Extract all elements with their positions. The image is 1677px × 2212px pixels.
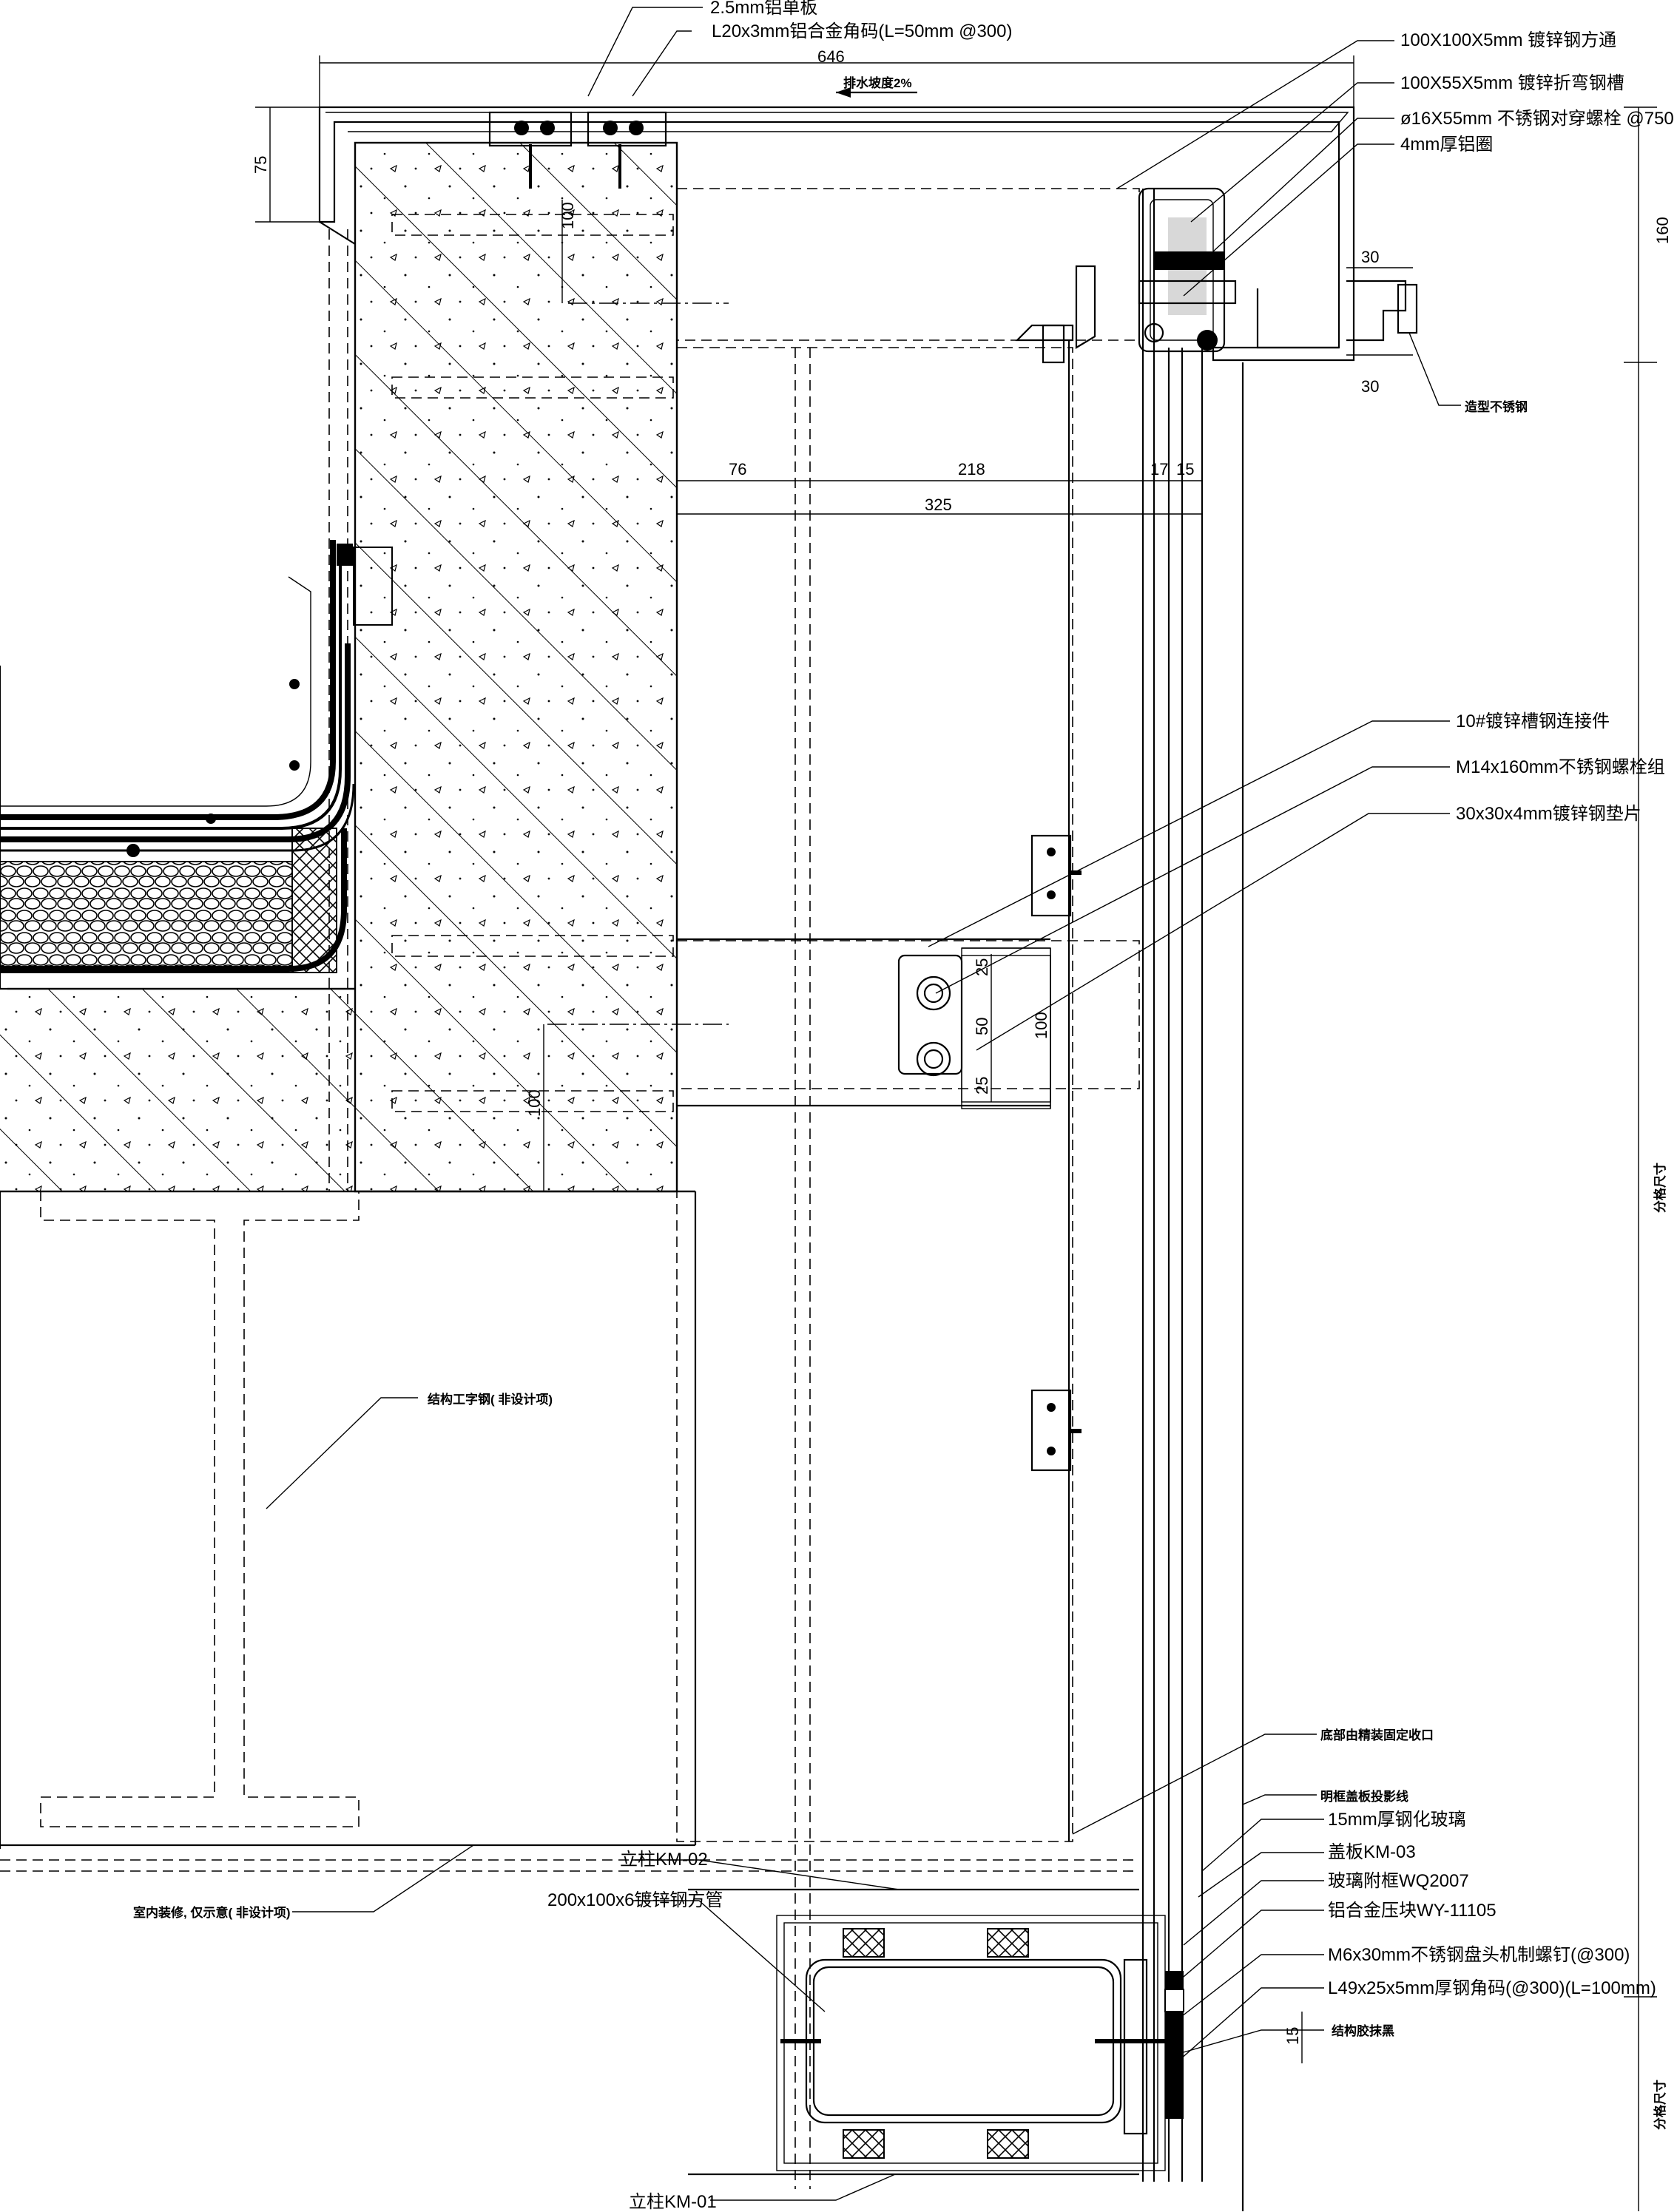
label-angle-code: L20x3mm铝合金角码(L=50mm @300)	[712, 21, 1012, 41]
label-connector: 10#镀锌槽钢连接件	[1456, 711, 1610, 731]
label-glass-frame: 玻璃附框WQ2007	[1328, 1871, 1469, 1891]
split-b: 分格尺寸	[1653, 2080, 1667, 2130]
label-al-panel: 2.5mm铝单板	[710, 0, 817, 18]
dim-76: 76	[729, 460, 746, 478]
leader-lines	[266, 7, 1461, 2201]
steel-frame	[676, 187, 1418, 2211]
label-bolt: ø16X55mm 不锈钢对穿螺栓 @750	[1400, 109, 1674, 129]
anchor-lines	[328, 214, 729, 1191]
dim-100c: 100	[525, 1089, 544, 1117]
bottom-mullion	[688, 1888, 1184, 2176]
dim-15a: 15	[1176, 460, 1194, 478]
dimension-lines	[255, 55, 1657, 2211]
dim-100a: 100	[559, 202, 577, 229]
dim-646: 646	[817, 47, 845, 66]
dim-30a: 30	[1361, 248, 1379, 266]
dim-218: 218	[958, 460, 985, 478]
label-structural-glue: 结构胶抹黑	[1332, 2023, 1394, 2038]
split-a: 分格尺寸	[1653, 1163, 1667, 1213]
labels: 2.5mm铝单板 L20x3mm铝合金角码(L=50mm @300) 646 排…	[133, 0, 1674, 2212]
label-steel-pipe: 200x100x6镀锌钢方管	[547, 1890, 723, 1910]
label-al-ring: 4mm厚铝圈	[1400, 135, 1493, 155]
label-bolt-group: M14x160mm不锈钢螺栓组	[1456, 757, 1665, 777]
dim-160: 160	[1653, 217, 1672, 244]
label-cover-plate: 盖板KM-03	[1328, 1842, 1416, 1862]
label-steel-channel: 100X55X5mm 镀锌折弯钢槽	[1400, 73, 1624, 93]
label-washer: 30x30x4mm镀锌钢垫片	[1456, 804, 1641, 824]
label-i-beam: 结构工字钢( 非设计项)	[428, 1392, 553, 1407]
label-screw: M6x30mm不锈钢盘头机制螺钉(@300)	[1328, 1945, 1630, 1965]
concrete-column	[354, 141, 678, 1193]
label-slope: 排水坡度2%	[843, 75, 912, 90]
dim-75: 75	[252, 156, 270, 174]
label-shadow-line: 明框盖板投影线	[1320, 1789, 1408, 1804]
dim-15b: 15	[1283, 2027, 1302, 2045]
dim-25b: 25	[973, 1077, 991, 1095]
concrete-slab	[0, 987, 695, 1193]
label-pressure-block: 铝合金压块WY-11105	[1328, 1901, 1497, 1921]
dim-30b: 30	[1361, 377, 1379, 396]
dim-50: 50	[973, 1018, 991, 1035]
roof-layers	[0, 540, 393, 990]
slope-arrow	[836, 87, 917, 98]
label-steel-tube: 100X100X5mm 镀锌钢方通	[1400, 30, 1616, 50]
label-interior: 室内装修, 仅示意( 非设计项)	[133, 1905, 291, 1920]
label-column-km02: 立柱KM-02	[620, 1850, 708, 1870]
dim-100b: 100	[1032, 1012, 1050, 1039]
dim-17: 17	[1150, 460, 1168, 478]
label-ss-profile: 造型不锈钢	[1465, 399, 1528, 414]
label-glass: 15mm厚钢化玻璃	[1328, 1810, 1466, 1830]
dim-25a: 25	[973, 958, 991, 976]
label-column-km01: 立柱KM-01	[629, 2192, 717, 2212]
connector-plates	[897, 834, 1082, 1472]
label-steel-angle: L49x25x5mm厚钢角码(@300)(L=100mm)	[1328, 1978, 1656, 1998]
dim-325: 325	[925, 495, 952, 514]
i-beam	[0, 1190, 1139, 1872]
label-base-fix: 底部由精装固定收口	[1320, 1728, 1434, 1742]
